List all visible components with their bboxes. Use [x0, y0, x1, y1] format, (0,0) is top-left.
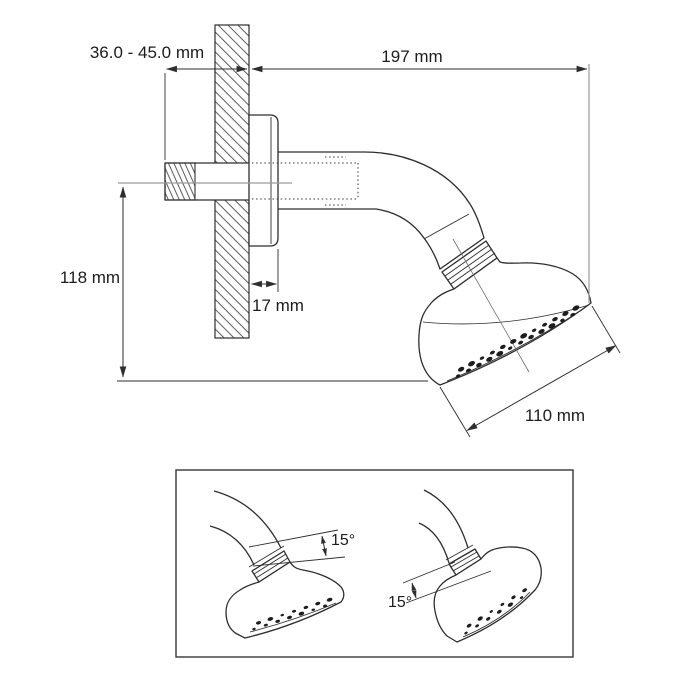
pipe-thread — [164, 162, 196, 201]
nozzle-dot — [528, 334, 534, 340]
nozzle-dot — [303, 605, 309, 609]
tilt-view-right: 15° — [388, 489, 542, 643]
nozzle-dot — [326, 597, 333, 602]
nozzle-dot — [519, 596, 524, 599]
nozzle-dot — [542, 322, 548, 327]
nozzle-dot — [267, 617, 274, 621]
nozzle-dot — [520, 333, 528, 339]
nozzle-dot — [457, 366, 465, 372]
mini-head-rim-right — [462, 591, 531, 638]
mini-head-left — [225, 561, 345, 639]
escutcheon-depth-label: 17 mm — [252, 296, 304, 315]
nozzle-dot — [500, 602, 505, 606]
arm-joint-line — [423, 213, 470, 240]
nozzle-dot — [486, 617, 491, 621]
head-diameter-label: 110 mm — [525, 406, 585, 425]
nozzle-dots-left — [252, 597, 333, 631]
nozzle-dot — [466, 623, 472, 628]
nozzle-dot — [255, 621, 262, 625]
tilt-annotation-right: 15° — [388, 561, 492, 611]
nozzle-dot — [496, 609, 502, 614]
nozzle-dot — [489, 610, 493, 613]
head-equator-line — [422, 304, 590, 325]
nozzle-dot — [323, 604, 328, 608]
dimension-escutcheon-depth: 17 mm — [250, 249, 304, 315]
head-diameter-dim-line — [466, 345, 617, 431]
wall-thickness-label: 36.0 - 45.0 mm — [90, 43, 204, 62]
nozzle-dot — [315, 601, 321, 606]
right-tilt-label: 15° — [388, 594, 412, 611]
dimension-wall-thickness: 36.0 - 45.0 mm — [90, 43, 248, 160]
nozzle-dot — [518, 340, 524, 345]
head-diameter-ext-line-1 — [439, 386, 471, 438]
nozzle-dot — [252, 627, 256, 631]
left-tilt-label: 15° — [331, 532, 355, 549]
tilt-annotation-left: 15° — [248, 529, 355, 567]
mini-joint-line-right — [445, 544, 474, 561]
mini-arm-inner-right — [418, 522, 450, 564]
mini-collar-rib — [255, 557, 289, 579]
nozzle-dot — [511, 595, 516, 600]
nozzle-dot — [475, 624, 479, 628]
shower-arm — [269, 151, 485, 270]
nozzle-dot — [548, 323, 556, 329]
nozzle-dot — [477, 616, 483, 621]
tilt-inset: 15° 15° — [175, 469, 574, 658]
mini-arm-outer-left — [213, 490, 282, 549]
nozzle-dot — [562, 311, 569, 317]
nozzle-dot — [464, 631, 468, 635]
hidden-pipe-dashed — [252, 156, 359, 206]
nozzle-dot — [455, 374, 461, 378]
mini-joint-line-left — [248, 545, 285, 568]
angle-arrow-left — [321, 535, 327, 557]
mini-arm-inner-left — [209, 525, 255, 566]
angle-line-a-right — [402, 561, 456, 584]
nozzle-dots-right — [464, 588, 527, 635]
nozzle-dot — [570, 312, 576, 317]
nozzle-dot — [507, 602, 514, 607]
supply-pipe — [164, 162, 251, 201]
main-view: 36.0 - 45.0 mm 197 mm 118 mm 17 mm 110 m… — [60, 24, 621, 438]
tilt-view-left: 15° — [209, 490, 355, 639]
nozzle-dot — [522, 588, 527, 593]
escutcheon-outline — [248, 114, 279, 247]
nozzle-dot — [263, 623, 268, 627]
escutcheon — [248, 114, 279, 247]
arm-outline — [269, 151, 485, 270]
height-label: 118 mm — [60, 268, 120, 287]
nozzle-dot — [560, 318, 565, 323]
mini-collar-rib — [450, 551, 478, 568]
dimension-height: 118 mm — [60, 186, 428, 382]
nozzle-dot — [275, 619, 280, 623]
nozzle-dot — [298, 611, 305, 616]
dimension-head-diameter: 110 mm — [439, 305, 621, 438]
mini-arm-outer-right — [423, 489, 469, 549]
angle-line-b-left — [252, 556, 346, 567]
collar-rib — [450, 252, 496, 285]
collar-rib — [444, 244, 490, 277]
nozzle-dot — [552, 316, 558, 322]
nozzle-dot — [510, 338, 517, 344]
reach-label: 197 mm — [381, 47, 442, 66]
angle-arrow-right — [411, 582, 417, 599]
mini-head-rim-left — [249, 602, 337, 633]
nozzle-dot — [292, 609, 297, 613]
nozzle-dot — [280, 613, 284, 617]
dimension-reach: 197 mm — [251, 47, 590, 303]
head-diameter-ext-line-2 — [591, 305, 621, 354]
nozzle-dot — [572, 305, 580, 311]
mini-head-right — [433, 546, 542, 643]
angle-line-a-left — [248, 529, 339, 548]
nozzle-dot — [531, 328, 537, 332]
mini-collar-rib — [452, 555, 480, 572]
collar-rib — [447, 248, 493, 281]
nozzle-dot — [286, 615, 293, 620]
nozzle-dot — [311, 608, 315, 611]
nozzle-dot — [538, 329, 545, 334]
angle-line-b-right — [405, 570, 492, 604]
